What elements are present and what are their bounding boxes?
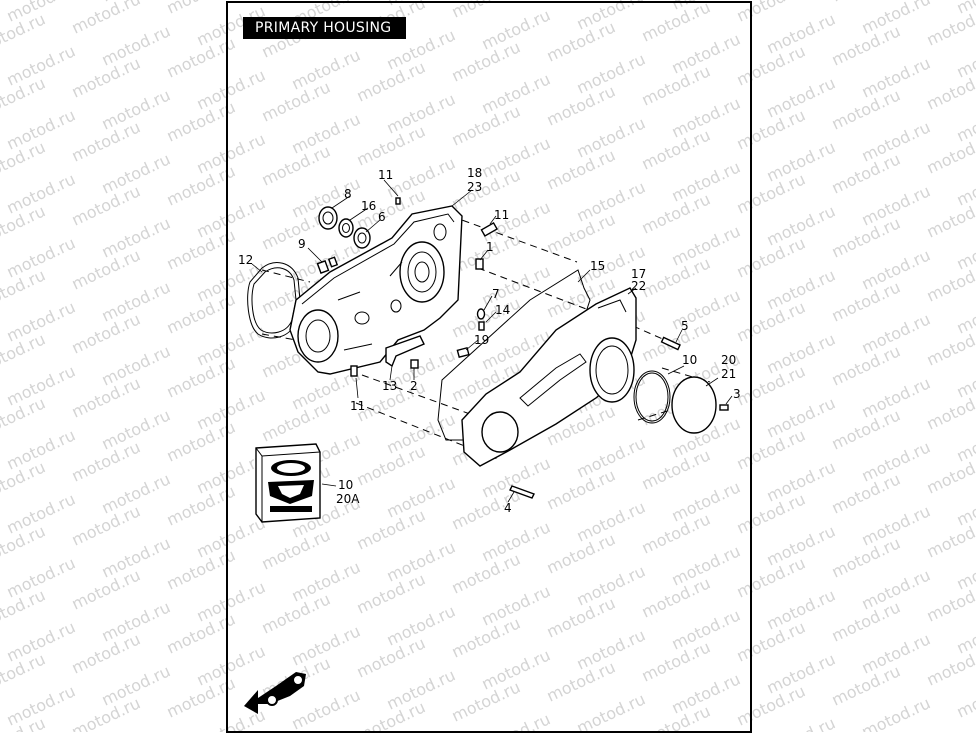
bracket <box>385 335 425 368</box>
outer-primary-cover <box>461 287 637 467</box>
callout-1: 1 <box>486 240 494 254</box>
leader-lines <box>251 179 733 503</box>
callout-6: 6 <box>378 210 386 224</box>
seal-bearing-stack <box>318 206 371 249</box>
callout-7: 7 <box>492 287 500 301</box>
derby-cover <box>671 376 717 434</box>
callout-21: 21 <box>721 367 736 381</box>
callout-19: 19 <box>474 333 489 347</box>
callout-9: 9 <box>298 237 306 251</box>
callout-15: 15 <box>590 259 605 273</box>
callout-20: 20 <box>721 353 736 367</box>
callout-3: 3 <box>733 387 741 401</box>
callout-8: 8 <box>344 187 352 201</box>
callout-11: 11 <box>494 208 509 222</box>
derby-o-ring <box>633 370 671 424</box>
callout-22: 22 <box>631 279 646 293</box>
callout-16: 16 <box>361 199 376 213</box>
callout-14: 14 <box>495 303 510 317</box>
callout-12: 12 <box>238 253 253 267</box>
callout-20A: 20A <box>336 492 360 506</box>
callout-11: 11 <box>350 399 365 413</box>
callout-labels: 11 18 23 8 16 6 11 1 9 12 15 17 22 7 14 … <box>238 166 741 515</box>
callout-18: 18 <box>467 166 482 180</box>
callout-5: 5 <box>681 319 689 333</box>
motorcycle-front-arrow-icon <box>244 672 306 714</box>
callout-13: 13 <box>382 379 397 393</box>
callout-17: 17 <box>631 267 646 281</box>
callout-23: 23 <box>467 180 482 194</box>
inner-primary-housing <box>289 205 463 375</box>
callout-4: 4 <box>504 501 512 515</box>
page-title: PRIMARY HOUSING <box>243 17 406 39</box>
gasket-kit-package-icon <box>255 443 321 523</box>
callout-2: 2 <box>410 379 418 393</box>
fasteners <box>316 197 729 499</box>
inner-housing-gasket <box>247 262 301 339</box>
callout-10: 10 <box>682 353 697 367</box>
callout-11: 11 <box>378 168 393 182</box>
callout-10: 10 <box>338 478 353 492</box>
